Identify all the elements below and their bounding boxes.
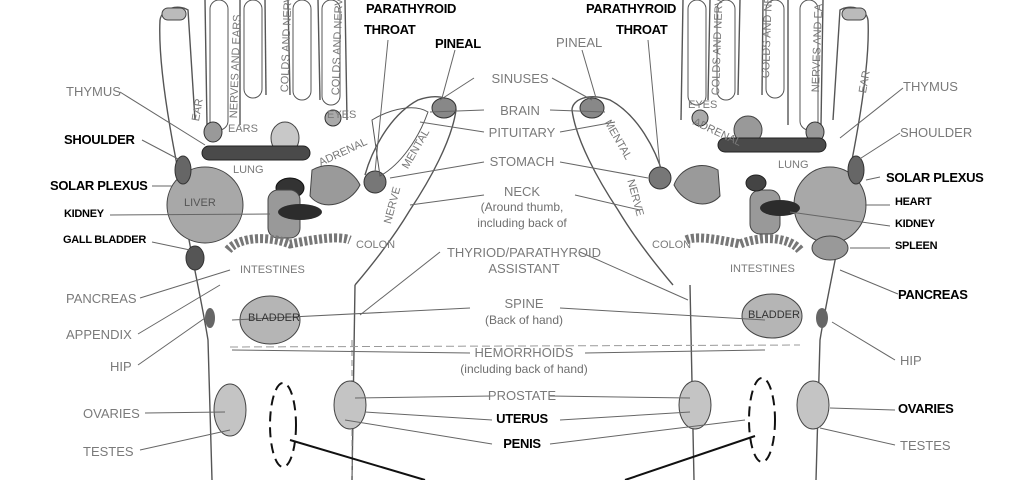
right-bladder-label: BLADDER [748,309,800,321]
left-finger-shapes [161,0,342,155]
right-pineal-label: PINEAL [556,35,603,50]
left-eyes-label: EYES [327,109,357,121]
right-ovaries-label: OVARIES [898,401,954,416]
right-throat-label: THROAT [616,22,668,37]
left-bladder-label: BLADDER [248,312,300,324]
right-intestines-label: INTESTINES [730,263,795,275]
right-parathyroid-label: PARATHYROID [586,1,677,16]
right-shoulder-label: SHOULDER [900,125,973,140]
right-testes-label: TESTES [900,438,951,453]
hemorrhoids-line [229,344,801,348]
brain-label: BRAIN [500,103,540,118]
left-ovaries-label: OVARIES [83,406,140,421]
right-finger-shapes [687,0,867,145]
leader-lines [109,39,904,451]
right-lung-label: LUNG [778,159,809,171]
left-appendix-label: APPENDIX [66,327,132,342]
left-liver-label: LIVER [184,197,216,209]
left-lung-label: LUNG [233,164,264,176]
left-colon-label: COLON [356,239,396,251]
left-dashed-oval [269,382,297,468]
right-thymus-label: THYMUS [903,79,958,94]
penis-label: PENIS [503,436,541,451]
left-hip-label: HIP [110,359,132,374]
left-testes-label: TESTES [83,444,134,459]
left-organs [166,97,457,437]
assistant-label: ASSISTANT [488,261,560,276]
pituitary-label: PITUITARY [488,125,556,140]
right-pancreas-label: PANCREAS [898,287,968,302]
left-hand [159,0,457,480]
spine-sub-label: (Back of hand) [484,313,564,327]
stomach-label: STOMACH [489,154,555,169]
hemorrhoids-sub-label: (including back of hand) [460,362,588,376]
sinuses-label: SINUSES [491,71,549,86]
thyroid-label: THYRIOD/PARATHYROID [446,245,602,260]
left-penis-line [289,439,426,480]
neck-sub2-label: including back of [477,216,567,230]
hemorrhoids-label: HEMORRHOIDS [474,345,574,360]
left-intestines-label: INTESTINES [240,264,305,276]
left-ears-label: EARS [228,123,258,135]
right-colon-label: COLON [652,239,692,251]
left-thymus-label: THYMUS [66,84,121,99]
left-throat-label: THROAT [364,22,416,37]
left-parathyroid-label: PARATHYROID [366,1,457,16]
right-spleen-label: SPLEEN [895,240,938,252]
uterus-label: UTERUS [496,411,548,426]
left-kidney-label: KIDNEY [64,208,104,220]
neck-label: NECK [503,184,541,199]
right-heart-label: HEART [895,196,932,208]
left-pancreas-label: PANCREAS [66,291,137,306]
left-solar-plexus-label: SOLAR PLEXUS [50,178,148,193]
neck-sub1-label: (Around thumb, [480,200,564,214]
left-shoulder-label: SHOULDER [64,132,135,147]
right-solar-plexus-label: SOLAR PLEXUS [886,170,984,185]
right-kidney-label: KIDNEY [895,218,935,230]
spine-label: SPINE [504,296,544,311]
right-dashed-oval [748,377,776,463]
right-hip-label: HIP [900,353,922,368]
right-eyes-label: EYES [688,99,718,111]
right-penis-line [624,435,756,480]
left-pineal-label: PINEAL [435,36,481,51]
left-gall-bladder-label: GALL BLADDER [63,234,146,246]
prostate-label: PROSTATE [487,388,557,403]
